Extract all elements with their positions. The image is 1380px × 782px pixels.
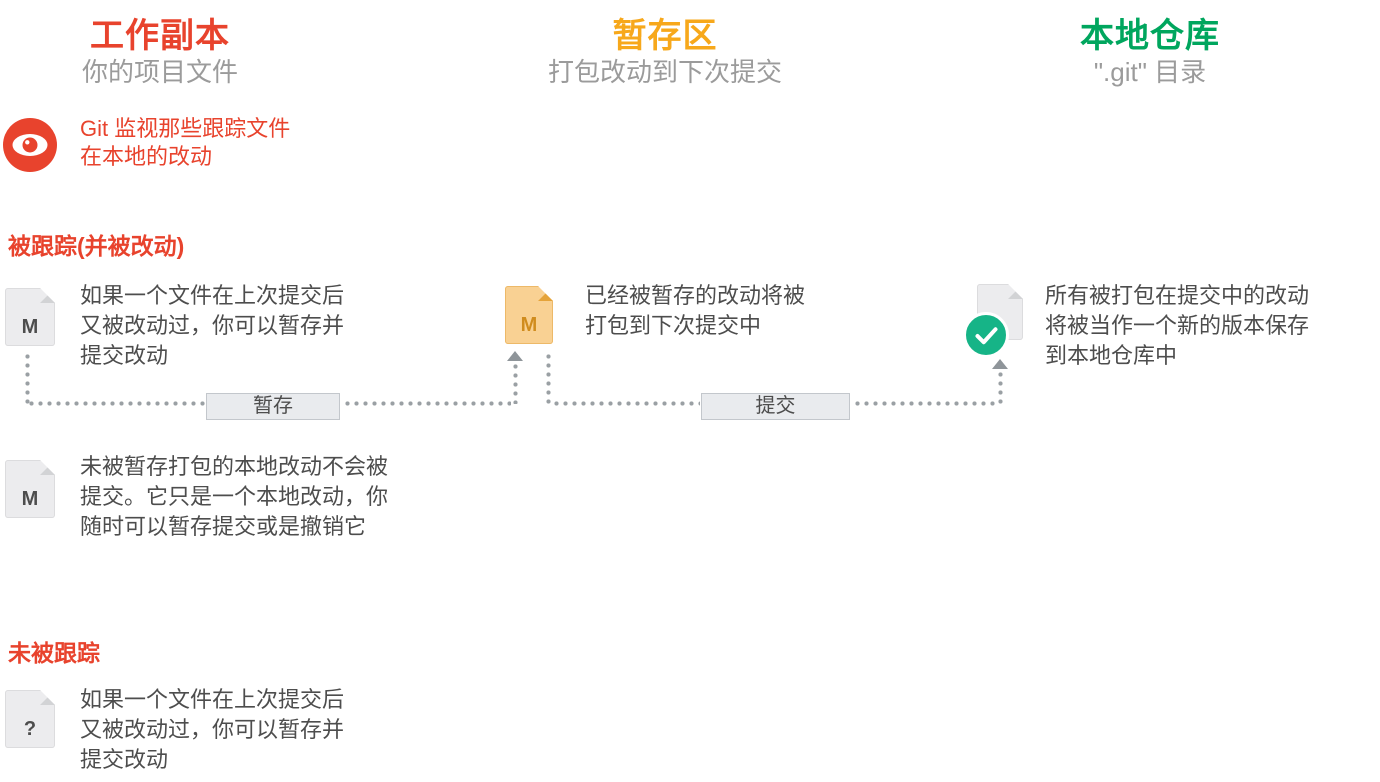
watch-note-line: 在本地的改动 xyxy=(80,144,213,169)
untracked-file-description: 如果一个文件在上次提交后 又被改动过，你可以暂存并 提交改动 xyxy=(80,685,344,775)
flow-connector-down xyxy=(25,352,30,404)
watch-note-line: Git 监视那些跟踪文件 xyxy=(80,116,291,141)
eye-icon xyxy=(3,118,57,172)
text-line: 已经被暂存的改动将被 xyxy=(585,283,806,308)
unstaged-file-icon: M xyxy=(5,460,55,518)
text-line: 如果一个文件在上次提交后 xyxy=(80,283,345,308)
text-line: 随时可以暂存提交或是撤销它 xyxy=(80,514,367,539)
untracked-file-icon: ? xyxy=(5,690,55,748)
file-status-letter: M xyxy=(21,488,39,510)
flow-line xyxy=(27,401,207,406)
flow-connector-up xyxy=(513,362,518,404)
modified-file-description: 如果一个文件在上次提交后 又被改动过，你可以暂存并 提交改动 xyxy=(80,281,344,371)
staged-file-icon: M xyxy=(505,286,553,344)
text-line: 又被改动过，你可以暂存并 xyxy=(80,717,345,742)
column-subtitle-local-repo: ".git" 目录 xyxy=(1093,57,1207,87)
tracked-section-heading: 被跟踪(并被改动) xyxy=(8,233,185,259)
arrow-up-icon xyxy=(992,359,1008,369)
flow-line xyxy=(343,401,511,406)
column-title-staging-area: 暂存区 xyxy=(612,17,718,55)
text-line: 又被改动过，你可以暂存并 xyxy=(80,313,345,338)
file-status-letter: ? xyxy=(23,718,37,740)
text-line: 将被当作一个新的版本保存 xyxy=(1045,313,1310,338)
stage-action-label: 暂存 xyxy=(206,393,340,420)
watch-note: Git 监视那些跟踪文件 在本地的改动 xyxy=(80,115,290,171)
text-line: 到本地仓库中 xyxy=(1045,343,1178,368)
text-line: 提交改动 xyxy=(80,747,169,772)
file-status-letter: M xyxy=(21,316,39,338)
flow-line xyxy=(552,401,700,406)
staged-file-description: 已经被暂存的改动将被 打包到下次提交中 xyxy=(585,281,805,341)
file-fold-corner xyxy=(40,690,55,705)
text-line: 如果一个文件在上次提交后 xyxy=(80,687,345,712)
committed-file-description: 所有被打包在提交中的改动 将被当作一个新的版本保存 到本地仓库中 xyxy=(1045,281,1309,371)
column-subtitle-working-copy: 你的项目文件 xyxy=(81,57,238,87)
file-fold-corner xyxy=(1008,284,1023,299)
column-title-working-copy: 工作副本 xyxy=(90,17,230,55)
flow-connector-up xyxy=(998,370,1003,404)
text-line: 所有被打包在提交中的改动 xyxy=(1045,283,1310,308)
flow-connector-down xyxy=(546,352,551,404)
column-subtitle-staging-area: 打包改动到下次提交 xyxy=(547,57,782,87)
untracked-section-heading: 未被跟踪 xyxy=(8,640,100,666)
text-line: 打包到下次提交中 xyxy=(585,313,762,338)
text-line: 未被暂存打包的本地改动不会被 xyxy=(80,454,389,479)
file-status-letter: M xyxy=(520,314,538,336)
text-line: 提交。它只是一个本地改动，你 xyxy=(80,484,389,509)
commit-action-label: 提交 xyxy=(701,393,850,420)
text-line: 提交改动 xyxy=(80,343,169,368)
column-title-local-repo: 本地仓库 xyxy=(1080,17,1220,55)
unstaged-file-description: 未被暂存打包的本地改动不会被 提交。它只是一个本地改动，你 随时可以暂存提交或是… xyxy=(80,452,388,542)
modified-file-icon: M xyxy=(5,288,55,346)
commit-check-icon xyxy=(963,312,1009,358)
arrow-up-icon xyxy=(507,351,523,361)
flow-line xyxy=(853,401,995,406)
file-fold-corner xyxy=(40,460,55,475)
file-fold-corner xyxy=(538,286,553,301)
file-fold-corner xyxy=(40,288,55,303)
